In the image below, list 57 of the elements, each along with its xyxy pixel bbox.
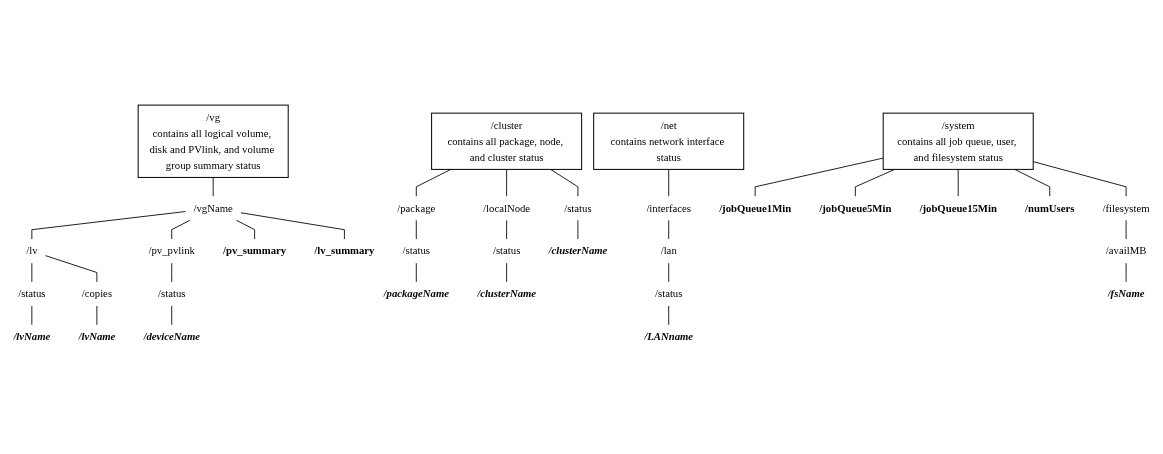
connector [506,219,508,240]
connector [506,168,508,197]
node-text: /localNode [483,202,531,214]
node-text: /packageName [383,287,450,300]
node-text: /clusterName [477,287,537,300]
node-box: /net contains network interface status [593,112,745,170]
node-text: /package [397,202,436,214]
node-text: /lvName [78,330,116,343]
node-text: /pv_summary [223,245,287,257]
node-text: /fsName [1107,287,1145,300]
connector [171,305,173,326]
node-text: /status [492,245,521,257]
node-text: /status [655,287,683,300]
connector [1014,168,1051,197]
node-text: /copies [81,287,113,300]
node-text: /status [564,202,592,214]
node-text: /jobQueue1Min [719,202,792,214]
node-text: /status [18,287,46,300]
node-text: /status [158,287,186,300]
node-box: /system contains all job queue, user, and filesystem status [882,112,1034,170]
node-text: /deviceName [143,330,200,343]
node-text: /lvName [13,330,51,343]
connector [668,262,670,283]
node-text: /vgName [193,202,233,214]
connector [415,168,452,197]
connector [754,157,884,197]
node-text: /status [402,245,430,257]
node-text: /LANname [644,330,694,343]
node-text: /clusterName [548,245,608,257]
connector [171,219,191,240]
node-text: /lan [660,245,677,257]
connector [415,219,417,240]
node-text: /jobQueue15Min [919,202,997,214]
node-text: /lv [26,245,38,257]
node-text: /numUsers [1025,202,1075,214]
connector [240,212,345,240]
connector [1032,161,1127,197]
connector [668,305,670,326]
connector [31,211,186,240]
node-text: /filesystem [1102,202,1150,214]
connector [236,219,256,240]
connector [415,262,417,283]
node-box: /cluster contains all package, node, and cluster status [431,112,583,170]
connector [506,262,508,283]
node-text: /availMB [1105,245,1147,257]
node-text: /interfaces [646,202,692,214]
connector [45,255,98,283]
node-text: /jobQueue5Min [819,202,892,214]
connector [550,168,579,197]
connector [668,219,670,240]
node-box: /vg contains all logical volume, disk and PVlink, and volume group summary status [137,104,289,178]
node-text: /pv_pvlink [148,245,195,257]
connector [212,177,214,197]
connector [668,168,670,197]
connector [957,168,959,197]
node-text: /lv_summary [314,245,375,257]
connector [171,262,173,283]
